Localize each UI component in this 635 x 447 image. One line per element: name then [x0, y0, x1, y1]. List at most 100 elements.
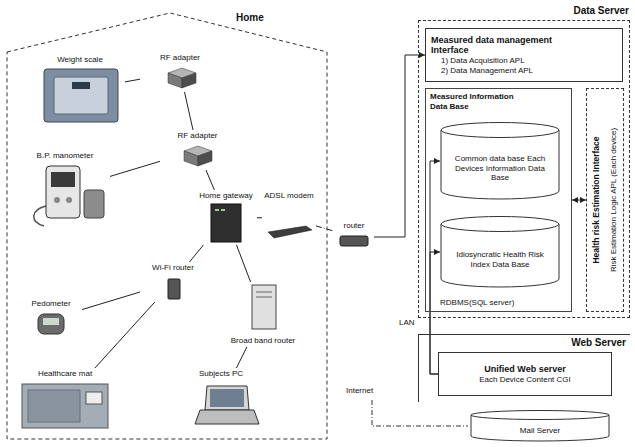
gateway-light — [221, 209, 225, 211]
connector — [82, 292, 140, 310]
device-label: ADSL modem — [264, 191, 314, 201]
healthcare-mat-picture — [22, 384, 108, 428]
device-label: Subjects PC — [199, 369, 243, 379]
rf-adapter-picture — [168, 68, 196, 88]
box-note: RDBMS(SQL server) — [430, 298, 567, 308]
mat-body — [22, 384, 108, 428]
house-outline-path — [7, 13, 327, 439]
tower-slot — [256, 292, 272, 293]
tower-slot — [256, 297, 272, 298]
label-holder: LAN — [398, 318, 416, 328]
network-label: LAN — [398, 318, 416, 328]
internet-line — [372, 400, 468, 426]
connector — [189, 245, 203, 262]
gateway-box — [211, 204, 241, 242]
label-holder: Internet — [345, 386, 374, 396]
web-server-box: Unified Web serverEach Device Content CG… — [438, 352, 612, 396]
device-group: RF adapter — [160, 130, 235, 170]
router-picture — [340, 236, 368, 246]
home-outline: Weight scale RF adapterB.P. manometer RF a… — [6, 12, 328, 440]
laptop-lid — [205, 386, 249, 410]
cylinder-top — [441, 217, 559, 232]
device-group: RF adapter — [140, 52, 220, 92]
device-label: RF adapter — [160, 53, 200, 63]
manometer-cuff — [84, 190, 104, 218]
region-title: Home — [236, 12, 264, 24]
box-item: 2) Data Management APL — [431, 66, 617, 76]
device-label: Broad band router — [231, 336, 296, 346]
bp-manometer-picture — [34, 166, 104, 226]
laptop-screen — [210, 389, 244, 407]
home-gateway-picture — [211, 204, 241, 242]
connector — [110, 161, 160, 176]
device-group: Wi-Fi router — [140, 262, 206, 302]
database-label: Mail Server — [520, 426, 560, 436]
scale-platform — [54, 77, 108, 114]
adapter-side — [198, 151, 212, 166]
connector — [184, 92, 193, 130]
manometer-button — [66, 197, 72, 203]
device-group: B.P. manometer — [20, 150, 110, 230]
connector — [316, 226, 334, 231]
connector — [257, 217, 262, 218]
connector — [430, 161, 440, 374]
mat-controller — [86, 392, 102, 404]
cylinder-top — [441, 123, 559, 138]
cylinder-top — [471, 411, 609, 420]
cuff-tube — [34, 206, 46, 226]
cylinder-body — [441, 224, 559, 287]
mail-server-cylinder: Mail Server — [470, 410, 610, 442]
broadband-router-picture — [252, 285, 276, 329]
device-group: Subjects PC — [180, 368, 262, 430]
scale-body — [44, 69, 118, 122]
device-group: Pedometer — [20, 298, 82, 340]
box-item: Each Device Content CGI — [444, 375, 606, 385]
device-group: router — [334, 220, 374, 254]
database-cylinder: Common data base Each Devices Informatio… — [440, 122, 560, 200]
device-group: Broad band router — [225, 282, 301, 347]
rf-adapter-picture — [184, 146, 212, 166]
region-title: Data Server — [419, 5, 629, 17]
connector — [236, 347, 246, 368]
wifi-router-picture — [168, 279, 180, 299]
database-label: Idiosyncratic Health Risk Index Data Bas… — [448, 250, 552, 269]
device-label: RF adapter — [177, 131, 217, 141]
box-heading: Health risk Estimation Interface — [591, 136, 601, 263]
server-region: Measured data management Interface1) Dat… — [418, 20, 630, 318]
database-frame: Common data base Each Devices Informatio… — [425, 88, 572, 312]
laptop-base — [195, 410, 259, 424]
rotated-text-column: Health risk Estimation Interface Risk Est… — [587, 89, 623, 311]
device-label: Home gateway — [199, 191, 252, 201]
manometer-display — [51, 172, 75, 187]
connector — [206, 170, 214, 190]
pedometer-display — [43, 318, 59, 325]
device-label: Wi-Fi router — [152, 263, 194, 273]
adapter-side — [182, 73, 196, 88]
pedometer-picture — [38, 314, 64, 334]
connector — [572, 200, 586, 201]
adapter-side — [168, 73, 182, 88]
manometer-button — [54, 197, 60, 203]
network-label: Internet — [345, 386, 374, 396]
laptop-picture — [195, 386, 259, 424]
connector — [95, 302, 155, 368]
database-label: Common data base Each Devices Informatio… — [448, 154, 552, 183]
device-group: ADSL modem — [262, 190, 316, 246]
tower-body — [252, 285, 276, 329]
mat-pad — [28, 390, 80, 422]
device-label: Healthcare mat — [38, 369, 92, 379]
server-region: Unified Web serverEach Device Content CG… — [418, 334, 630, 402]
gateway-light — [215, 209, 219, 211]
cylinder-body — [441, 130, 559, 199]
weight-scale-picture — [44, 69, 118, 122]
box-item: Risk Estimation Logic APL (Each device) — [609, 128, 619, 272]
scale-display — [72, 82, 90, 89]
box-heading: Measured data management Interface — [431, 35, 581, 57]
database-cylinder: Idiosyncratic Health Risk Index Data Bas… — [440, 216, 560, 288]
connector — [236, 245, 250, 282]
region-title: Web Server — [423, 337, 626, 349]
box-heading: Measured Information Data Base — [430, 92, 530, 111]
device-group: Home gateway — [195, 190, 257, 245]
device-group: Weight scale — [35, 54, 125, 126]
device-label: B.P. manometer — [37, 151, 94, 161]
